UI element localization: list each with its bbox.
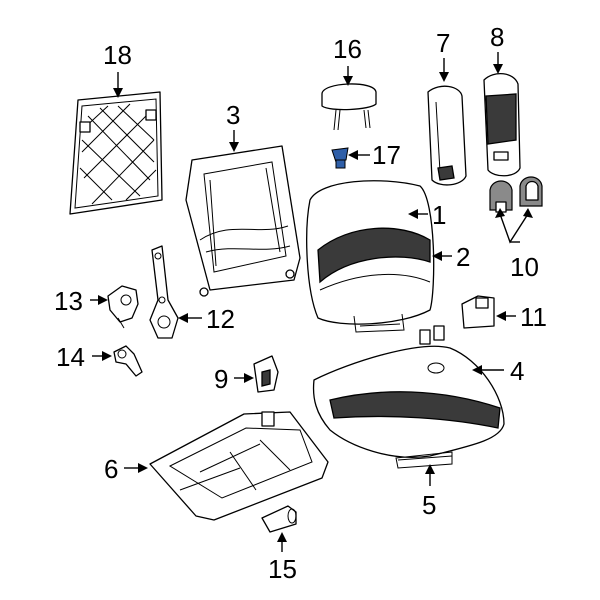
callout-12: 12 [206,304,235,334]
part-6-seat-frame[interactable] [149,411,329,521]
callout-13: 13 [54,286,83,316]
callout-8: 8 [490,22,504,52]
callout-1: 1 [432,200,446,230]
callout-7: 7 [436,28,450,58]
part-13-recliner-handle[interactable] [107,285,139,329]
part-8-side-trim[interactable] [483,73,521,177]
part-3-seat-back-frame[interactable] [185,145,301,297]
part-1-seat-back-cushion[interactable] [306,180,435,325]
callout-18: 18 [103,40,132,70]
part-12-recliner-bracket[interactable] [149,245,179,339]
part-16-headrest[interactable] [321,83,377,131]
callout-10: 10 [510,252,539,282]
part-10-caps[interactable] [489,176,543,213]
part-18-back-panel[interactable] [69,91,163,215]
part-9-clip[interactable] [253,355,279,393]
callout-11: 11 [520,302,547,332]
callout-14: 14 [56,342,85,372]
callout-9: 9 [214,364,228,394]
leader-lines [90,52,533,552]
callout-6: 6 [104,454,118,484]
part-5-seat-pan-edge[interactable] [395,451,453,469]
callout-3: 3 [226,100,240,130]
part-2-seat-back-cover[interactable] [353,313,405,333]
part-17-headrest-guide[interactable] [331,147,349,169]
part-14-knob[interactable] [113,345,143,377]
part-7-side-trim[interactable] [427,85,467,186]
callout-17: 17 [372,140,401,170]
callout-4: 4 [510,356,524,386]
part-15-connector[interactable] [261,505,297,533]
callout-5: 5 [422,490,436,520]
part-4-seat-cushion[interactable] [312,325,505,461]
callout-2: 2 [456,242,470,272]
part-11-bracket[interactable] [461,295,495,329]
callout-16: 16 [333,34,362,64]
callout-15: 15 [268,554,297,584]
